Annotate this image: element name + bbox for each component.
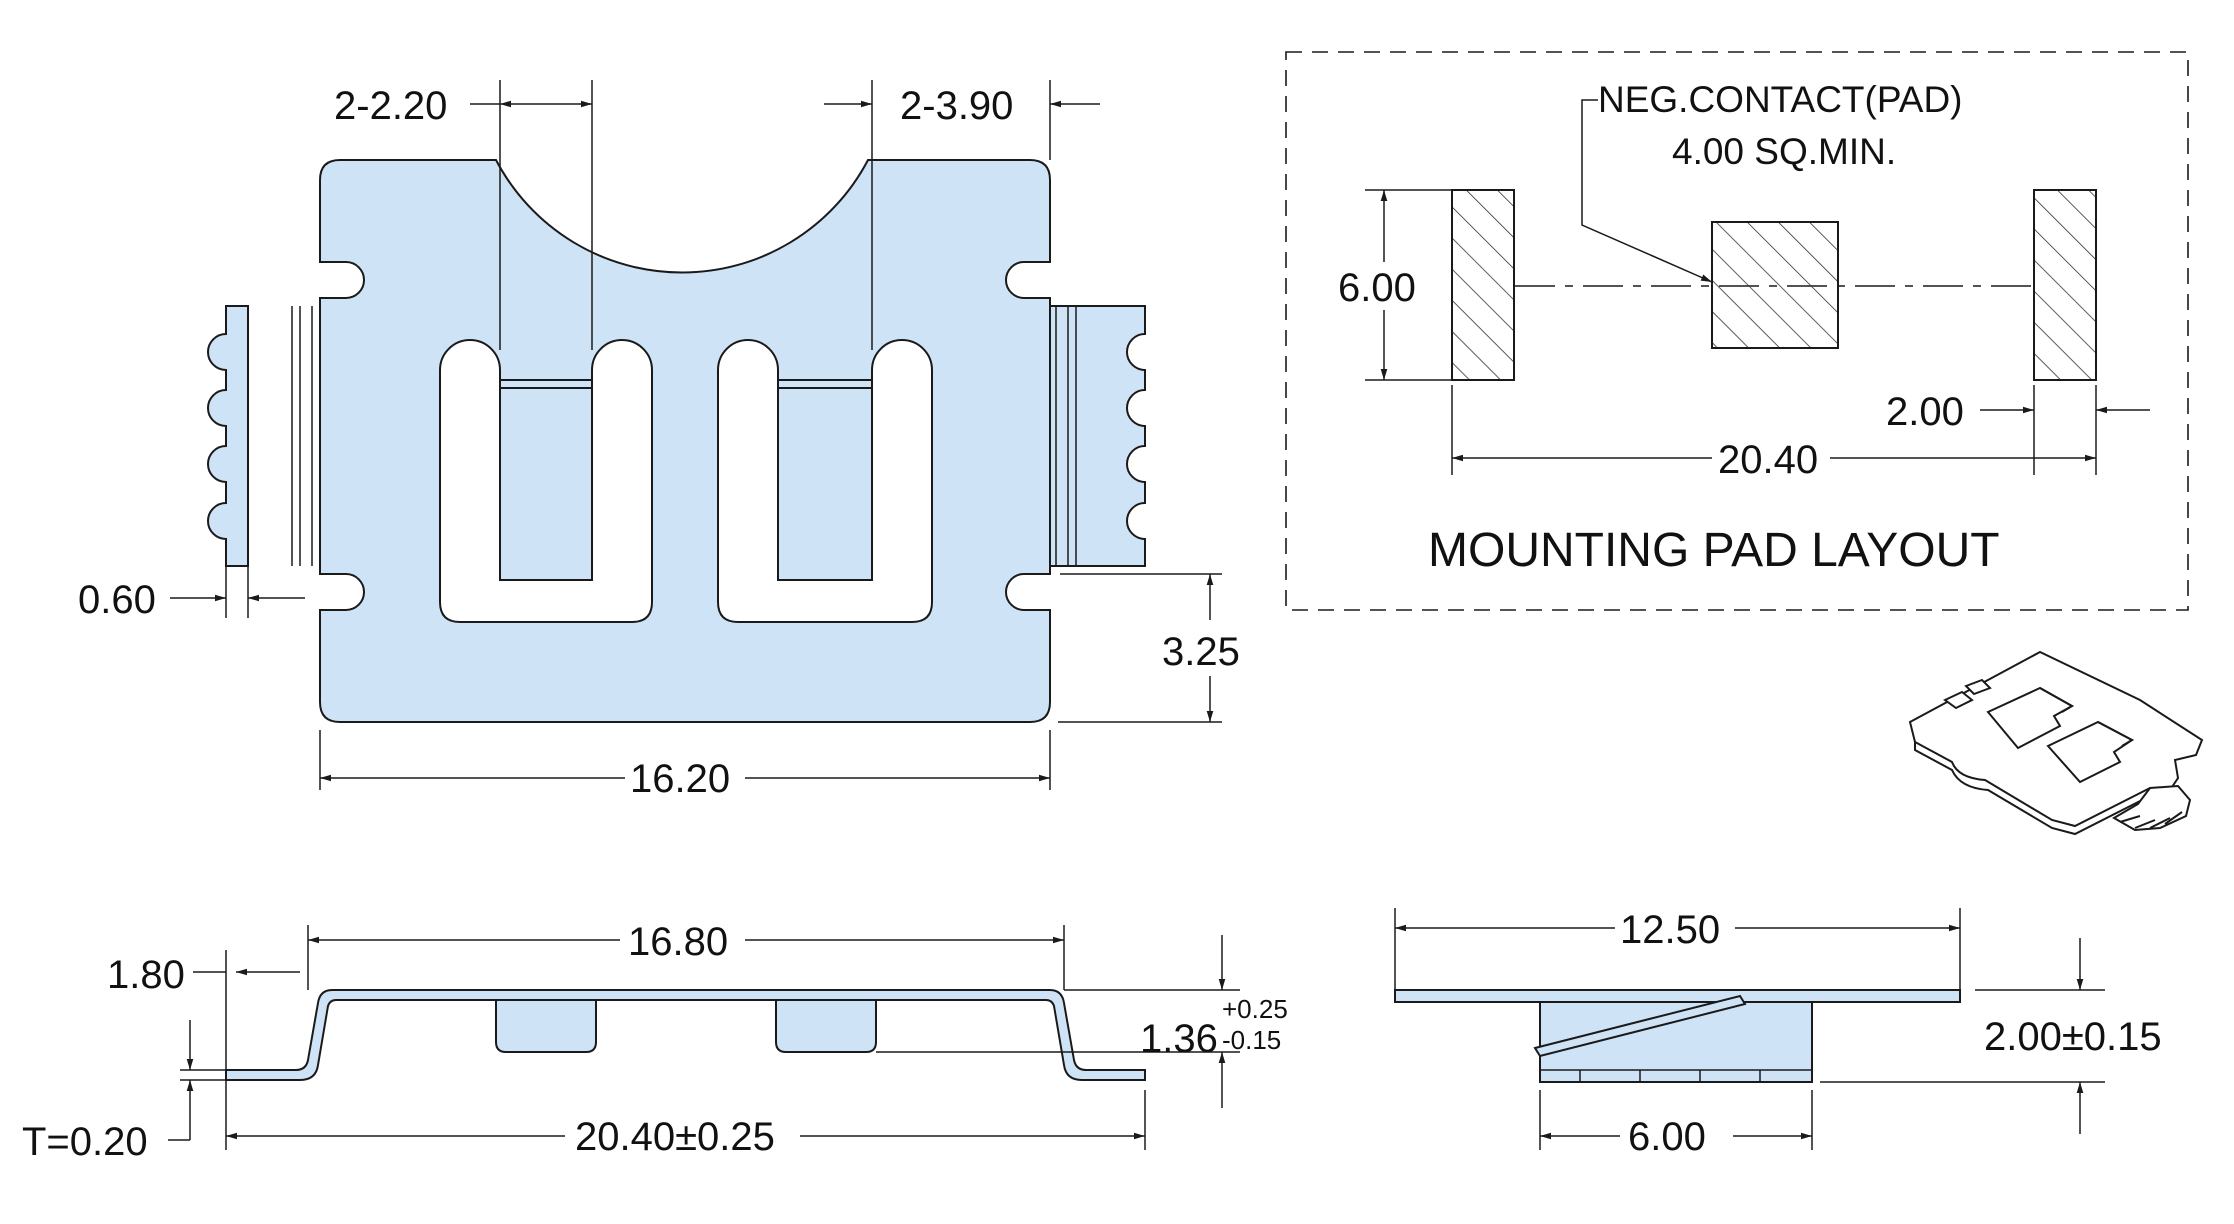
left-pad	[1451, 189, 1515, 381]
dim-height: 1.36	[1140, 1017, 1218, 1061]
callout-neg-contact: NEG.CONTACT(PAD)	[1598, 79, 1963, 120]
pad-layout-frame	[1285, 51, 2189, 611]
isometric-view	[1908, 650, 2204, 836]
side-view: 16.80 1.80 T=0.20 20.40±0.25 1.36 +0.25 …	[22, 920, 1288, 1164]
dim-thickness: T=0.20	[22, 1120, 148, 1164]
pad-dim-width: 2.00	[1886, 390, 1964, 434]
end-dim-bottom: 6.00	[1628, 1115, 1706, 1159]
end-view: 12.50 2.00±0.15 6.00	[1394, 908, 2162, 1159]
dim-edge: 0.60	[78, 578, 156, 622]
tolerance-minus: -0.15	[1222, 1025, 1281, 1055]
callout-min-size: 4.00 SQ.MIN.	[1672, 131, 1896, 172]
dim-notch-height: 3.25	[1162, 630, 1240, 674]
pad-layout-title: MOUNTING PAD LAYOUT	[1428, 524, 2000, 577]
center-pad	[1711, 221, 1839, 349]
dim-foot: 1.80	[107, 953, 185, 997]
top-view: 2-2.20 2-3.90 0.60 3.25 16.20	[78, 80, 1240, 801]
iso-plate	[1908, 650, 2204, 828]
pad-dim-span: 20.40	[1718, 438, 1818, 482]
dim-body-width: 16.20	[630, 757, 730, 801]
right-tab	[1029, 305, 1146, 567]
pad-dim-height: 6.00	[1338, 266, 1416, 310]
left-tab	[207, 305, 249, 567]
end-dim-width: 12.50	[1620, 908, 1720, 952]
contact-body	[319, 159, 1051, 723]
dim-slot-width: 2-2.20	[334, 84, 447, 128]
dim-rib-width: 2-3.90	[900, 84, 1013, 128]
dim-overall-top: 16.80	[628, 920, 728, 964]
mounting-pad-layout: NEG.CONTACT(PAD) 4.00 SQ.MIN. 6.00 2.00 …	[1285, 51, 2189, 611]
side-profile	[225, 989, 1146, 1081]
tolerance-plus: +0.25	[1222, 994, 1288, 1024]
right-pad	[2033, 189, 2097, 381]
end-dim-height: 2.00±0.15	[1984, 1015, 2162, 1059]
dim-overall: 20.40±0.25	[575, 1115, 775, 1159]
